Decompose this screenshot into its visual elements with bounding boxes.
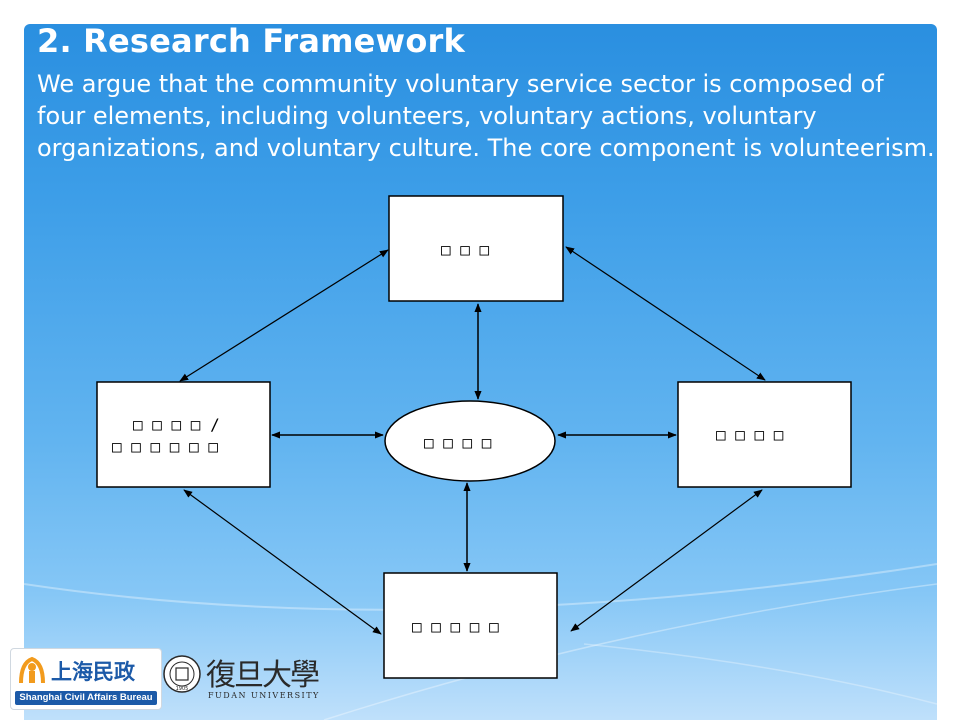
slide-title: 2. Research Framework: [37, 22, 465, 60]
left-box-label-line2: □ □ □ □ □ □: [112, 437, 218, 456]
fudan-seal-year: 1905: [176, 686, 189, 692]
bottom-box-label: □ □ □ □ □: [412, 617, 499, 636]
right-box: [677, 381, 852, 488]
fudan-en-name: FUDAN UNIVERSITY: [208, 691, 320, 700]
bottom-box: [383, 572, 558, 679]
civil-affairs-cn-name: 上海民政: [51, 660, 135, 684]
shanghai-civil-affairs-logo: 上海民政 Shanghai Civil Affairs Bureau: [10, 648, 162, 710]
left-box-label-line1: □ □ □ □ /: [133, 415, 220, 434]
arrow-right-bottom: [570, 489, 763, 632]
logo-strip: 上海民政 Shanghai Civil Affairs Bureau 1905 …: [0, 640, 320, 720]
fudan-seal-icon: 1905: [163, 655, 201, 693]
civil-affairs-en-name: Shanghai Civil Affairs Bureau: [15, 691, 157, 705]
arrow-left-bottom: [183, 489, 382, 635]
center-ellipse-label: □ □ □ □: [424, 433, 492, 452]
left-box: [96, 381, 271, 488]
top-box: [388, 195, 564, 302]
right-box-label: □ □ □ □: [716, 425, 784, 444]
arrow-top-left: [179, 249, 389, 382]
arrow-top-right: [565, 246, 766, 381]
fudan-cn-name: 復旦大學: [206, 658, 320, 693]
top-box-label: □ □ □: [441, 240, 490, 259]
civil-affairs-emblem-icon: [19, 656, 45, 684]
center-ellipse: [384, 400, 556, 482]
slide-body-text: We argue that the community voluntary se…: [37, 70, 935, 162]
